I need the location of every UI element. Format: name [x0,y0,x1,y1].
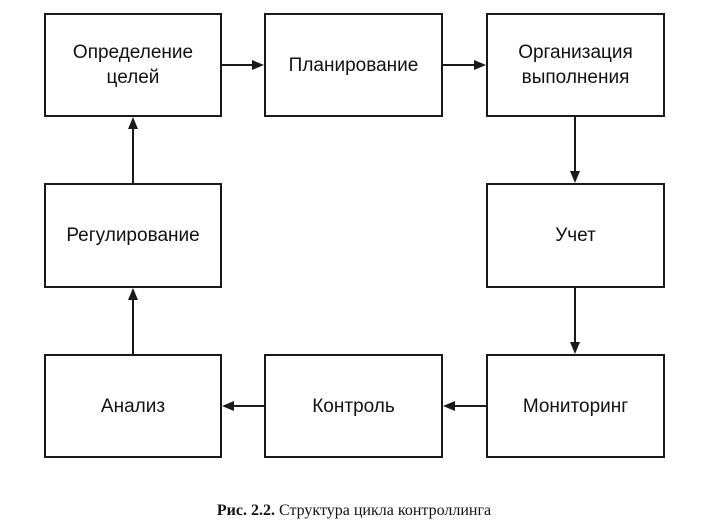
box-execution: Организация выполнения [486,13,665,117]
box-planning: Планирование [264,13,443,117]
box-execution-label: Организация выполнения [518,42,633,88]
arrow-regulation-to-goal-setting [128,117,138,183]
box-accounting: Учет [486,183,665,288]
arrow-goal-setting-to-planning [222,60,264,70]
box-analysis: Анализ [44,354,222,458]
box-monitoring: Мониторинг [486,354,665,458]
arrow-planning-to-execution [443,60,486,70]
box-goal-setting: Определение целей [44,13,222,117]
box-regulation: Регулирование [44,183,222,288]
figure-caption-text: Структура цикла контроллинга [278,502,492,519]
box-planning-label: Планирование [288,54,419,76]
arrow-analysis-to-regulation [128,288,138,354]
arrow-control-to-analysis [222,401,264,411]
arrow-accounting-to-monitoring [570,288,580,354]
box-analysis-label: Анализ [100,395,166,417]
arrow-monitoring-to-control [443,401,486,411]
box-accounting-label: Учет [555,225,596,246]
figure-caption: Рис. 2.2. Структура цикла контроллинга [0,501,708,521]
figure-number: Рис. 2.2. [216,502,275,519]
box-control: Контроль [264,354,443,458]
box-monitoring-label: Мониторинг [522,395,629,417]
arrow-execution-to-accounting [570,117,580,183]
box-control-label: Контроль [312,395,395,417]
box-regulation-label: Регулирование [66,225,200,246]
box-goal-setting-label: Определение целей [72,42,194,88]
